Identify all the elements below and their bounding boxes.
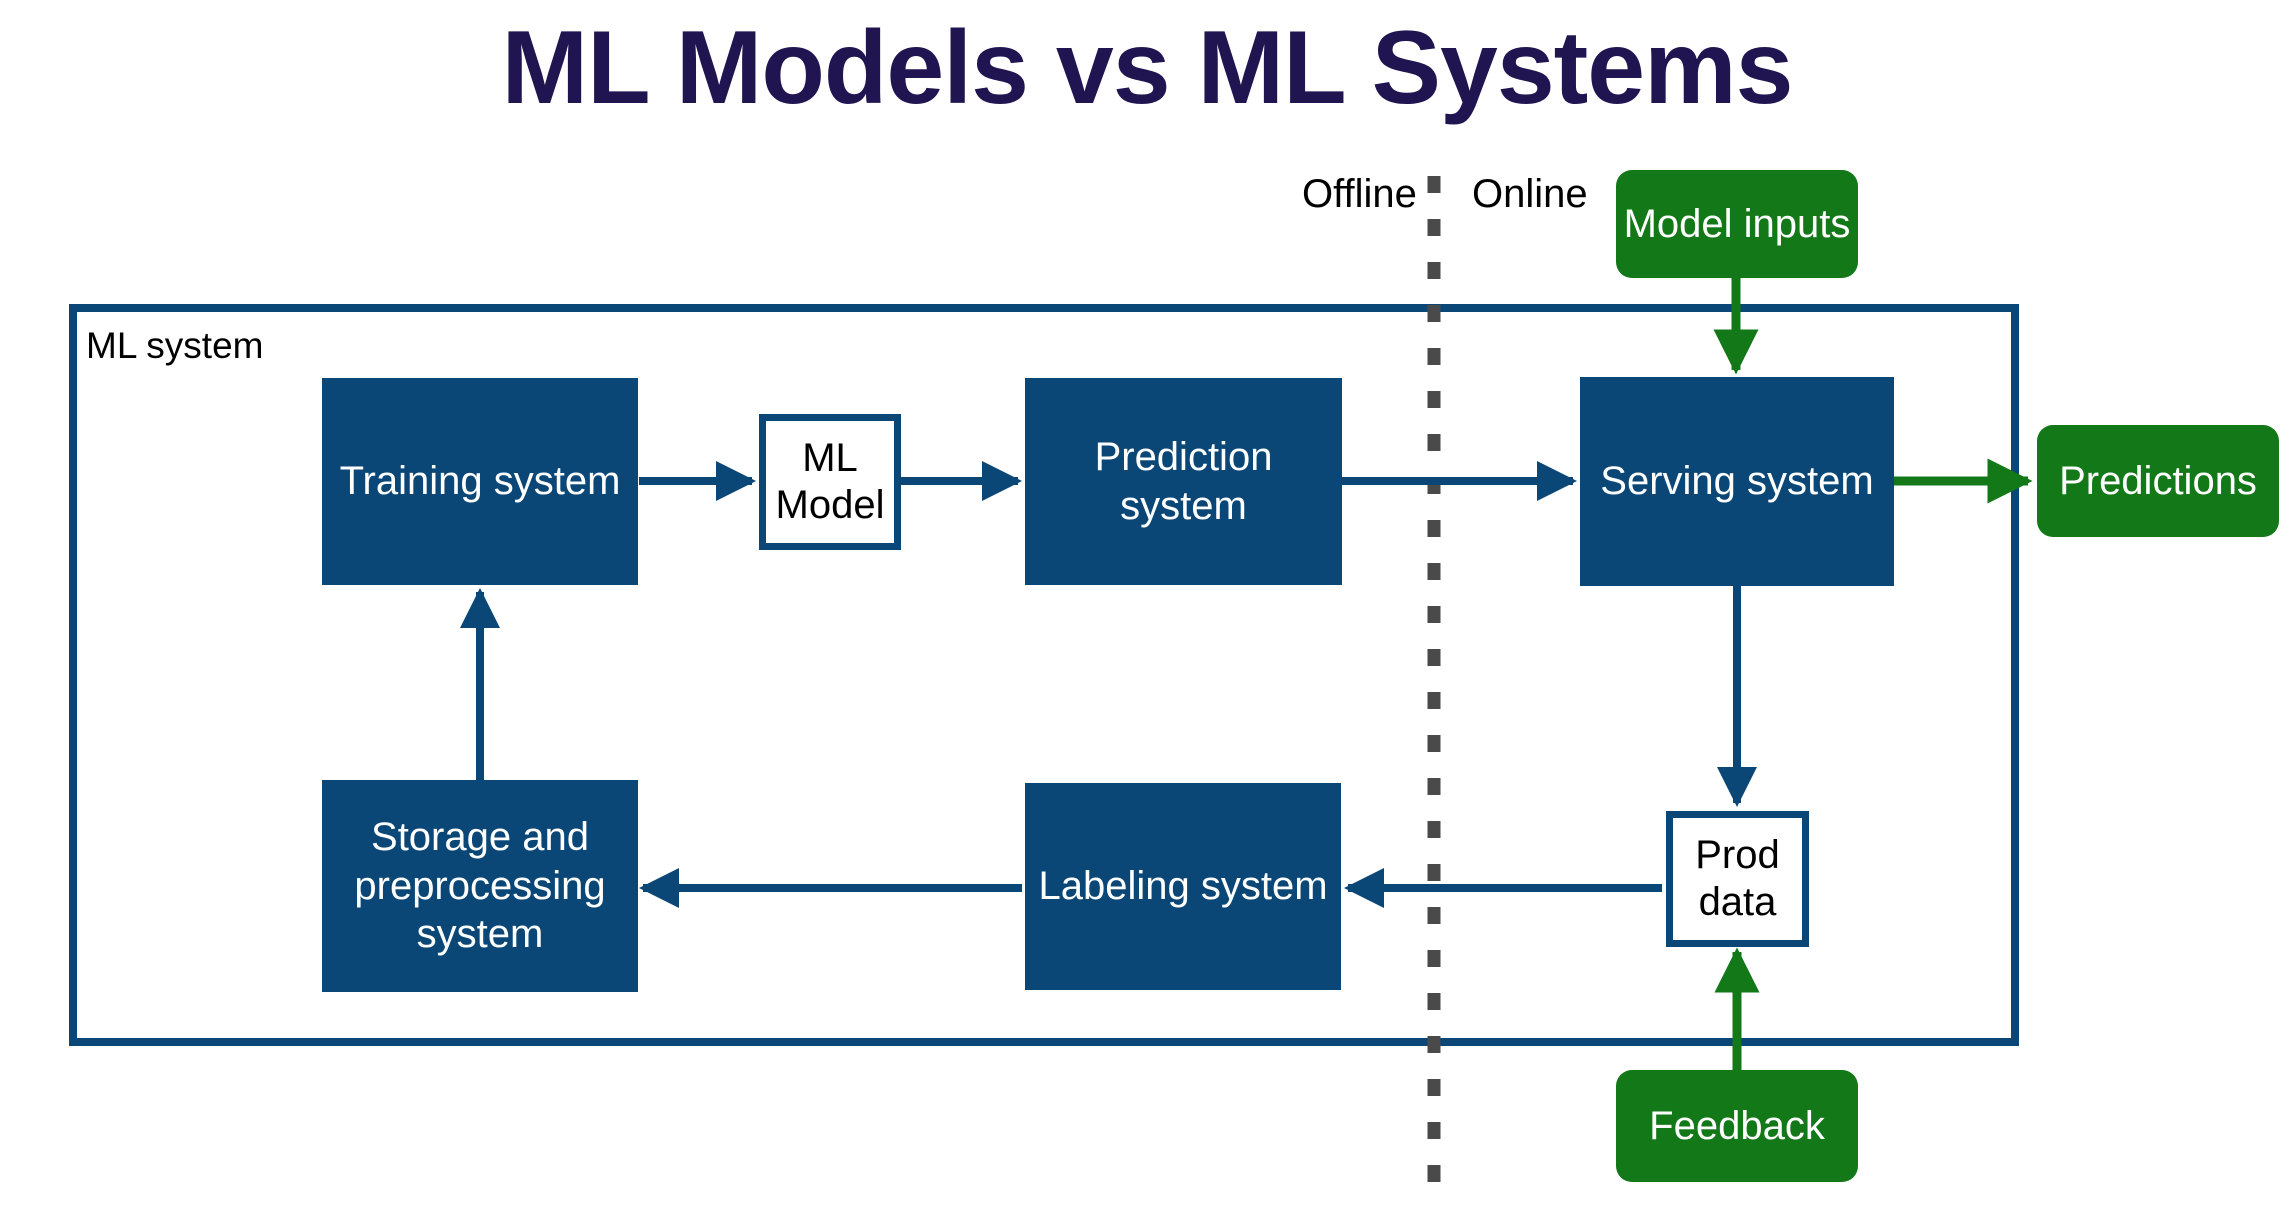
ml-system-boundary-label: ML system xyxy=(86,325,264,366)
node-ml-model-label-line1: ML xyxy=(802,435,858,480)
node-prediction-system[interactable]: Prediction system xyxy=(1025,378,1342,585)
node-storage-label-line3: system xyxy=(416,912,544,957)
node-prod-data-label-line1: Prod xyxy=(1695,832,1780,877)
node-labeling-system-label: Labeling system xyxy=(1038,864,1328,909)
online-label: Online xyxy=(1472,172,1588,216)
node-model-inputs-label: Model inputs xyxy=(1623,202,1851,246)
node-prediction-system-label-line2: system xyxy=(1120,483,1247,528)
node-predictions-label: Predictions xyxy=(2059,459,2257,503)
node-ml-model[interactable]: ML Model xyxy=(759,414,901,550)
ml-system-boundary xyxy=(69,304,2019,1046)
node-training-system[interactable]: Training system xyxy=(322,378,638,585)
node-storage-preprocessing-system[interactable]: Storage and preprocessing system xyxy=(322,780,638,992)
page-title: ML Models vs ML Systems xyxy=(501,10,1794,126)
node-storage-label-line1: Storage and xyxy=(371,814,589,859)
node-prod-data[interactable]: Prod data xyxy=(1666,811,1809,947)
node-model-inputs[interactable]: Model inputs xyxy=(1616,170,1858,278)
offline-label: Offline xyxy=(1302,172,1417,216)
node-predictions[interactable]: Predictions xyxy=(2037,425,2279,537)
node-feedback[interactable]: Feedback xyxy=(1616,1070,1858,1182)
node-storage-label-line2: preprocessing xyxy=(354,863,606,908)
node-serving-system-label: Serving system xyxy=(1600,459,1874,504)
node-prod-data-label-line2: data xyxy=(1698,880,1777,924)
node-ml-model-label-line2: Model xyxy=(775,483,885,527)
node-labeling-system[interactable]: Labeling system xyxy=(1025,783,1341,990)
node-prediction-system-label-line1: Prediction xyxy=(1094,434,1273,479)
node-serving-system[interactable]: Serving system xyxy=(1580,377,1894,586)
node-training-system-label: Training system xyxy=(339,459,621,504)
node-feedback-label: Feedback xyxy=(1649,1104,1825,1148)
